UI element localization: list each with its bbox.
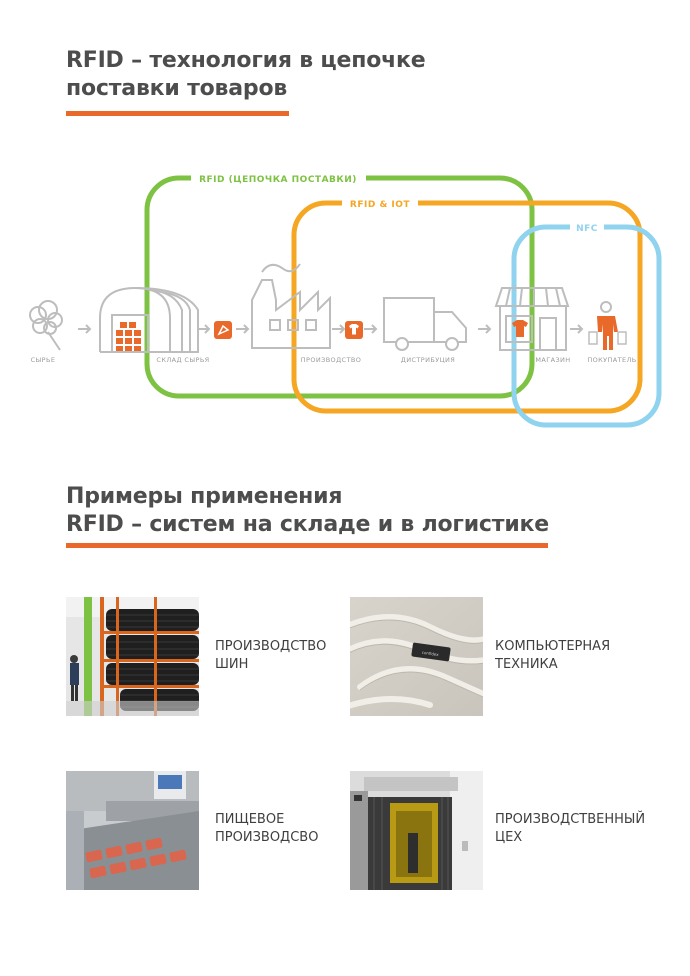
section1-underline — [66, 111, 289, 116]
section1-title-line2: поставки товаров — [66, 76, 288, 101]
supply-chain-diagram: RFID (ЦЕПОЧКА ПОСТАВКИ) RFID & IOT NFC С… — [29, 171, 662, 428]
example-1-line2: ШИН — [215, 657, 249, 672]
loop-iot — [291, 200, 643, 414]
example-computer-hardware-label: КОМПЬЮТЕРНАЯ ТЕХНИКА — [495, 638, 610, 674]
example-4-line2: ЦЕХ — [495, 830, 523, 845]
svg-text:confidex: confidex — [422, 650, 440, 657]
example-production-shop-label: ПРОИЗВОДСТВЕННЫЙ ЦЕХ — [495, 811, 645, 847]
example-4-line1: ПРОИЗВОДСТВЕННЫЙ — [495, 812, 646, 827]
loop-nfc-label: NFC — [576, 224, 598, 234]
section1-title-line1: RFID – технология в цепочке — [66, 48, 426, 73]
example-2-line1: КОМПЬЮТЕРНАЯ — [495, 639, 611, 654]
stage-raw-label: СЫРЬЕ — [31, 356, 56, 364]
example-3-line2: ПРОИЗВОДСВО — [215, 830, 319, 845]
stage-production-label: ПРОИЗВОДСТВО — [301, 356, 362, 364]
rfid-tag-icon — [214, 321, 232, 339]
loop-supply-chain-label: RFID (ЦЕПОЧКА ПОСТАВКИ) — [199, 175, 357, 185]
food-packaging-line-image — [66, 771, 199, 890]
shirt-icon — [345, 321, 363, 339]
example-3-line1: ПИЩЕВОЕ — [215, 812, 285, 827]
factory-icon — [251, 263, 331, 349]
truck-icon — [383, 297, 467, 351]
example-tire-production-label: ПРОИЗВОДСТВО ШИН — [215, 638, 326, 674]
section1-title: RFID – технология в цепочке поставки тов… — [66, 47, 426, 103]
stage-raw-warehouse-label: СКЛАД СЫРЬЯ — [156, 356, 209, 364]
cable-rfid-tag-image: confidex — [350, 597, 483, 716]
warehouse-icon — [99, 286, 199, 353]
stage-store-label: МАГАЗИН — [535, 356, 570, 364]
store-shirt-icon — [512, 320, 528, 337]
tire-warehouse-image — [66, 597, 199, 716]
store-icon — [494, 287, 570, 351]
cotton-icon — [29, 300, 63, 351]
example-2-line2: ТЕХНИКА — [495, 657, 558, 672]
production-shop-door-image — [350, 771, 483, 890]
loop-iot-label: RFID & IOT — [350, 200, 411, 210]
stage-distribution-label: ДИСТРИБУЦИЯ — [401, 356, 455, 364]
stage-buyer-label: ПОКУПАТЕЛЬ — [587, 356, 636, 364]
warehouse-boxes — [116, 322, 141, 351]
shopper-icon — [588, 301, 627, 350]
section2-title-line1: Примеры применения — [66, 484, 343, 509]
section2-title-line2: RFID – систем на складе и в логистике — [66, 512, 549, 537]
example-1-line1: ПРОИЗВОДСТВО — [215, 639, 327, 654]
example-food-production-label: ПИЩЕВОЕ ПРОИЗВОДСВО — [215, 811, 318, 847]
section2-underline — [66, 543, 548, 548]
section2-title: Примеры применения RFID – систем на скла… — [66, 483, 549, 539]
